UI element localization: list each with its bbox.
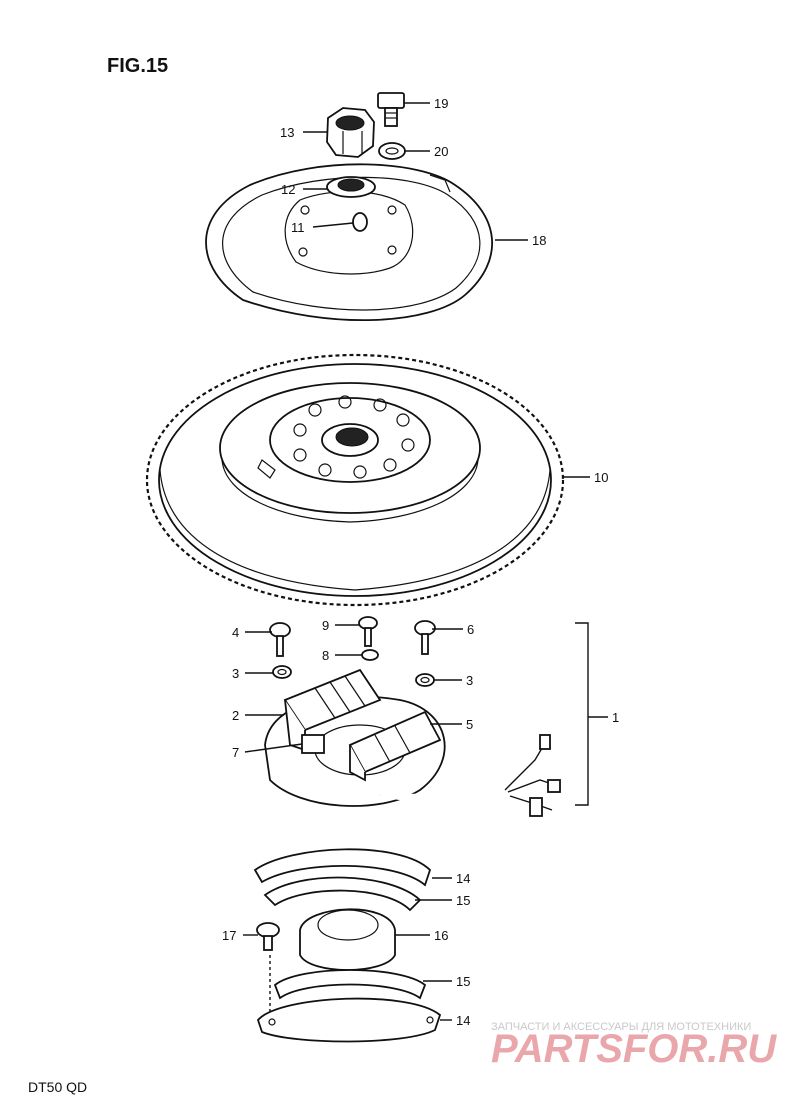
callout-4: 4 [232, 625, 239, 640]
screw-4 [269, 622, 291, 657]
part-16-boss [299, 908, 396, 971]
part-15-upper [263, 876, 422, 912]
callout-3-right: 3 [466, 673, 473, 688]
screw-6 [414, 620, 436, 655]
washer-3-left [272, 665, 292, 679]
screw-9 [358, 616, 378, 647]
coil-2 [283, 668, 382, 752]
part-19-bolt [377, 92, 405, 127]
part-20-washer [378, 142, 406, 160]
callout-17: 17 [222, 928, 236, 943]
callout-10: 10 [594, 470, 608, 485]
callout-5: 5 [466, 717, 473, 732]
screw-17 [256, 922, 280, 1020]
washer-8 [361, 649, 379, 661]
callout-3-left: 3 [232, 666, 239, 681]
washer-3-right [415, 673, 435, 687]
callout-19: 19 [434, 96, 448, 111]
callout-14-lower: 14 [456, 1013, 470, 1028]
callout-15-upper: 15 [456, 893, 470, 908]
part-18-plate [205, 163, 494, 322]
pickup-7 [301, 734, 325, 754]
callout-9: 9 [322, 618, 329, 633]
wire-harness [379, 734, 561, 817]
watermark: ЗАПЧАСТИ И АКСЕССУАРЫ ДЛЯ МОТОТЕХНИКИ PA… [491, 1021, 777, 1071]
callout-7: 7 [232, 745, 239, 760]
callout-20: 20 [434, 144, 448, 159]
callout-2: 2 [232, 708, 239, 723]
watermark-small-text: ЗАПЧАСТИ И АКСЕССУАРЫ ДЛЯ МОТОТЕХНИКИ [491, 1021, 751, 1033]
model-code: DT50 QD [28, 1079, 87, 1095]
part-14-upper [253, 848, 432, 887]
callout-11: 11 [291, 220, 305, 235]
part-13-nut [326, 107, 375, 158]
callout-13: 13 [280, 125, 294, 140]
part-15-lower [273, 969, 427, 1000]
coil-5 [348, 710, 442, 782]
callout-1: 1 [612, 710, 619, 725]
callout-15-lower: 15 [456, 974, 470, 989]
callout-12: 12 [281, 182, 295, 197]
bracket-1 [575, 622, 589, 806]
callout-14-upper: 14 [456, 871, 470, 886]
figure-title: FIG.15 [107, 55, 168, 77]
callout-8: 8 [322, 648, 329, 663]
callout-16: 16 [434, 928, 448, 943]
watermark-big-text: PARTSFOR.RU [491, 1027, 777, 1071]
part-10-flywheel [145, 353, 565, 607]
part-14-lower [256, 997, 442, 1043]
leader-lines [243, 102, 608, 1021]
callout-6: 6 [467, 622, 474, 637]
callout-18: 18 [532, 233, 546, 248]
